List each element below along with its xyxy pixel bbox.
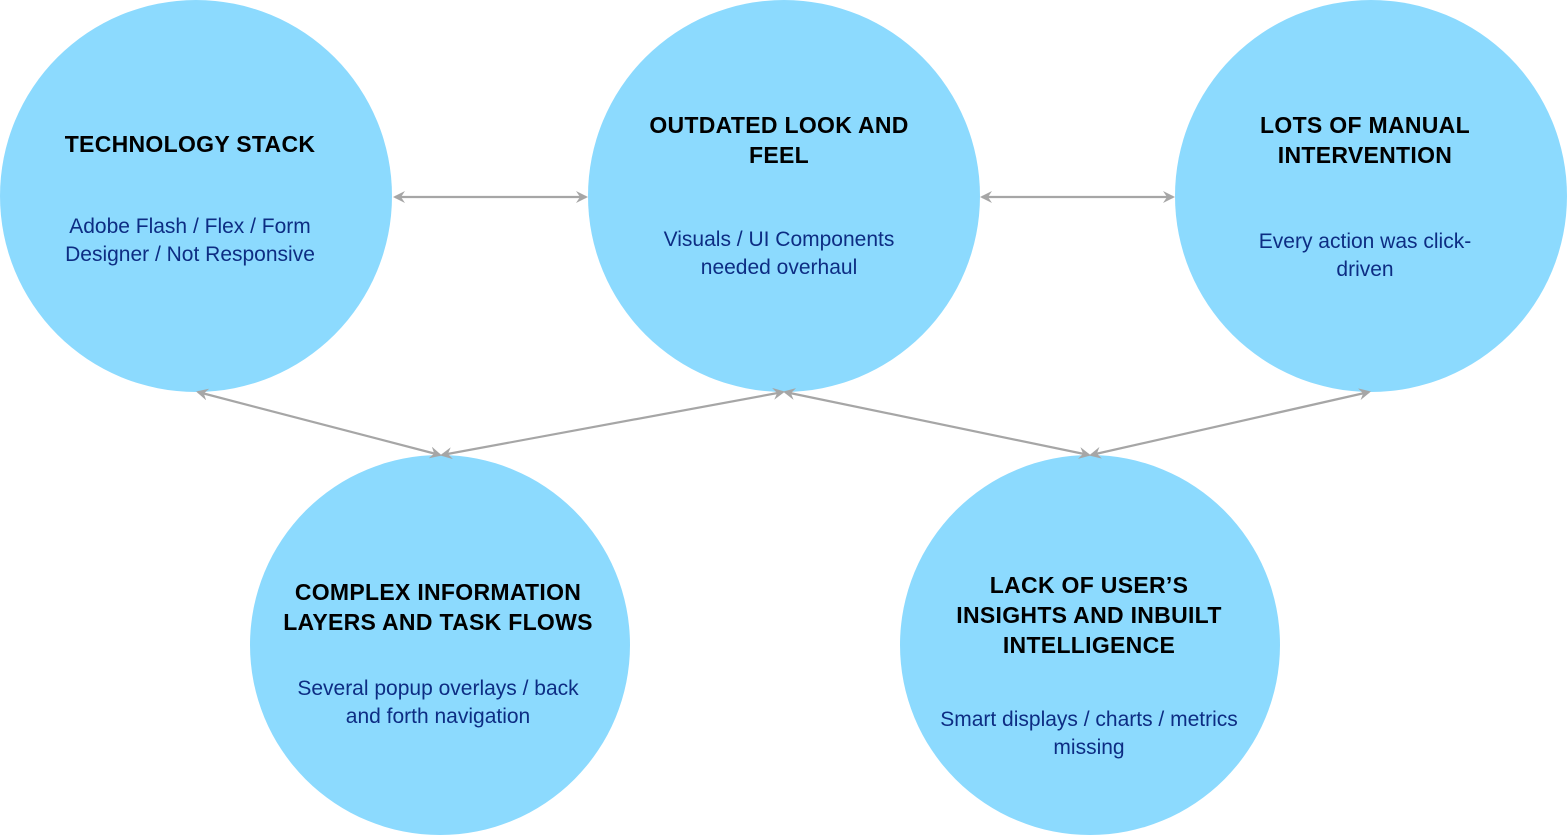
node-lack-of-insights: LACK OF USER’S INSIGHTS AND INBUILT INTE… [900, 455, 1280, 835]
node-title: LOTS OF MANUAL INTERVENTION [1260, 112, 1470, 168]
node-description: Adobe Flash / Flex / Form Designer / Not… [65, 215, 315, 266]
node-description: Visuals / UI Components needed overhaul [663, 228, 895, 279]
node-title: OUTDATED LOOK AND FEEL [649, 112, 909, 168]
node-description: Every action was click-driven [1258, 230, 1472, 281]
connector-technology-stack-to-complex-information [196, 388, 442, 459]
node-outdated-look-and-feel: OUTDATED LOOK AND FEEL Visuals / UI Comp… [588, 0, 980, 392]
node-complex-information-layers: COMPLEX INFORMATION LAYERS AND TASK FLOW… [250, 455, 630, 835]
node-manual-intervention: LOTS OF MANUAL INTERVENTION Every action… [1175, 0, 1567, 392]
node-title: LACK OF USER’S INSIGHTS AND INBUILT INTE… [956, 572, 1222, 658]
connector-lack-of-insights-to-manual-intervention [1089, 388, 1371, 459]
node-title: COMPLEX INFORMATION LAYERS AND TASK FLOW… [283, 579, 593, 635]
node-title: TECHNOLOGY STACK [64, 131, 316, 157]
node-description: Several popup overlays / back and forth … [297, 677, 579, 728]
connector-complex-information-to-outdated-look [440, 387, 785, 460]
connector-outdated-look-to-lack-of-insights [783, 388, 1091, 459]
node-description: Smart displays / charts / metrics missin… [940, 708, 1238, 759]
node-technology-stack: TECHNOLOGY STACK Adobe Flash / Flex / Fo… [0, 0, 392, 392]
